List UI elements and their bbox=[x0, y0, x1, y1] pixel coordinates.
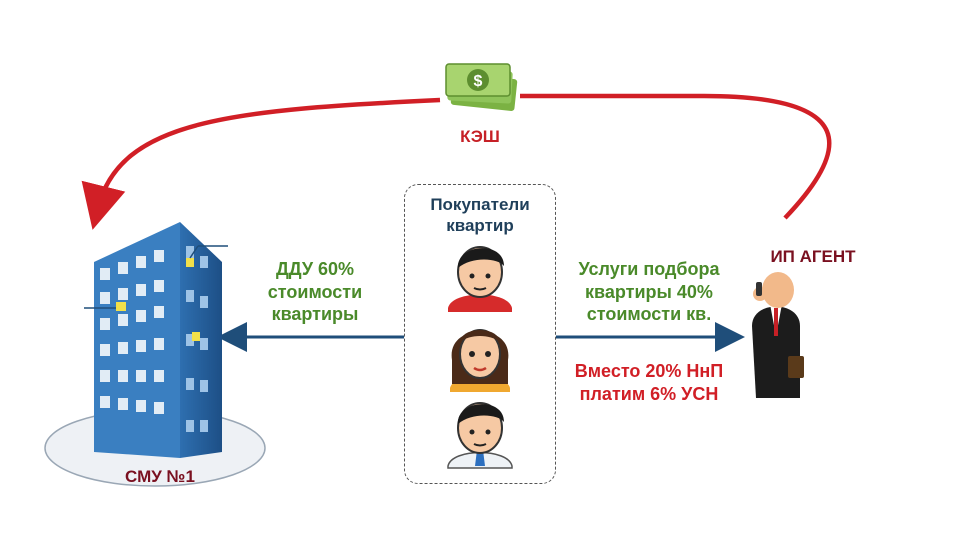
buyers-group bbox=[404, 184, 556, 484]
man-avatar-icon bbox=[447, 402, 513, 469]
woman-avatar-icon bbox=[450, 329, 510, 392]
tax-label: Вместо 20% НнП платим 6% УСН bbox=[574, 361, 724, 404]
businessman-icon bbox=[752, 272, 804, 398]
cash-arrow bbox=[98, 93, 832, 218]
agent-label: ИП АГЕНТ bbox=[770, 247, 856, 266]
man-avatar-icon bbox=[448, 246, 512, 312]
builder-label: СМУ №1 bbox=[125, 467, 195, 486]
svg-text:$: $ bbox=[474, 73, 483, 90]
ddu-label: ДДУ 60% стоимости квартиры bbox=[267, 259, 363, 324]
buyers-title: Покупатели квартир bbox=[430, 195, 530, 236]
building-icon bbox=[44, 222, 266, 487]
cash-label: КЭШ bbox=[460, 127, 500, 146]
money-icon: $ bbox=[445, 63, 518, 111]
services-label: Услуги подбора квартиры 40% стоимости кв… bbox=[578, 259, 720, 324]
